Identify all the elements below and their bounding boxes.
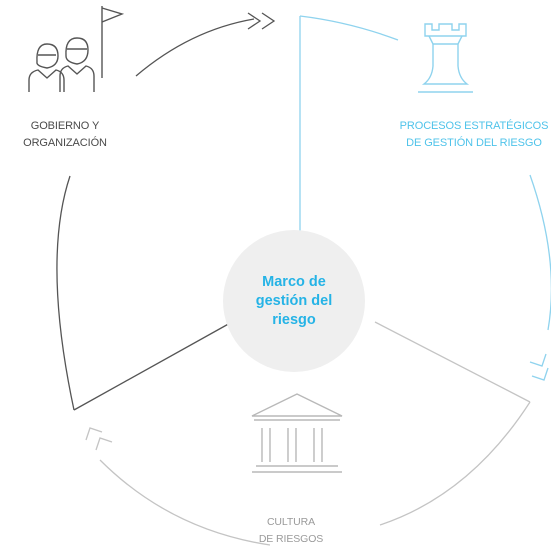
chevron-left-icon [85,427,113,451]
cultura-line1: CULTURA [266,516,316,528]
arc-bottom-left [99,459,271,546]
node-label-gobierno: GOBIERNO Y ORGANIZACIÓN [10,118,120,152]
people-with-flag-icon [28,6,125,92]
divider-to-lower-right [374,321,531,403]
chess-rook-icon [418,23,473,93]
bank-building-icon [251,393,343,473]
center-title-line1: Marco de [262,273,326,290]
arc-right [529,174,551,331]
arc-top-left [135,18,255,77]
cultura-line2: DE RIESGOS [258,533,324,545]
node-label-cultura: CULTURA DE RIESGOS [246,514,336,548]
procesos-line2: DE GESTIÓN DEL RIESGO [406,137,542,149]
center-title-line2: gestión del [255,292,333,309]
node-label-procesos: PROCESOS ESTRATÉGICOS DE GESTIÓN DEL RIE… [384,118,551,152]
divider-to-lower-left [73,321,233,411]
gobierno-line2: ORGANIZACIÓN [23,137,107,149]
center-circle: Marco de gestión del riesgo [223,230,365,372]
arc-left [56,175,75,411]
arc-bottom-right [379,401,531,526]
gobierno-line1: GOBIERNO Y [30,120,100,132]
procesos-line1: PROCESOS ESTRATÉGICOS [399,120,549,132]
center-title-line3: riesgo [272,311,316,328]
cycle-arcs [56,15,551,546]
arc-top-right [299,15,399,41]
sector-dividers [73,16,531,411]
chevron-top-icon [247,12,276,30]
chevron-right-icon [529,353,549,381]
